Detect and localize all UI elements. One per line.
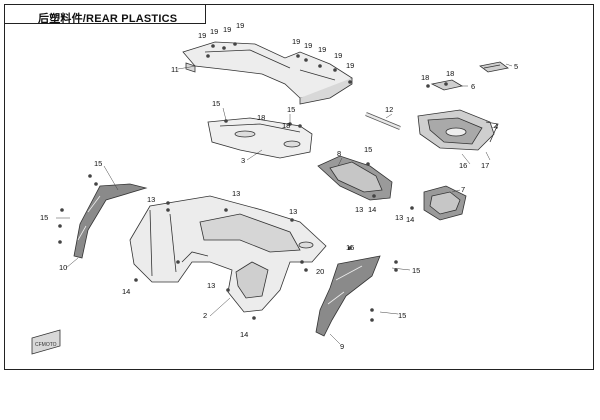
callout-19-c: 19: [223, 25, 231, 34]
part-9-right-mudflap: [315, 255, 381, 337]
callout-13-b: 13: [395, 213, 403, 222]
logo-tag-text: CFMOTO: [35, 342, 57, 348]
callout-9: 9: [340, 342, 344, 351]
part-7-latch: [423, 185, 467, 221]
callout-15-f: 15: [412, 266, 420, 275]
callout-19-g: 19: [318, 45, 326, 54]
part-3-inner-panel: [207, 117, 313, 159]
callout-15-c: 15: [364, 145, 372, 154]
callout-19-e: 19: [292, 37, 300, 46]
fasteners: [58, 42, 448, 322]
callout-13-c: 13: [147, 195, 155, 204]
callout-13-f: 13: [207, 281, 215, 290]
callout-19-f: 19: [304, 41, 312, 50]
callout-3: 3: [241, 156, 245, 165]
callout-11: 11: [171, 65, 179, 74]
callout-18-d: 18: [282, 121, 290, 130]
callout-8: 8: [337, 149, 341, 158]
diagram-title: 后塑料件/REAR PLASTICS: [38, 13, 178, 25]
part-5-bracket: [479, 61, 509, 73]
callout-15-d: 15: [94, 159, 102, 168]
callout-14-b: 14: [406, 215, 414, 224]
diagram-frame: [4, 4, 594, 370]
callout-15-a: 15: [212, 99, 220, 108]
part-4-storage-lid: [417, 109, 499, 151]
callout-17: 17: [481, 161, 489, 170]
callout-18-c: 18: [257, 113, 265, 122]
callout-19-d: 19: [236, 21, 244, 30]
callout-15-e: 15: [40, 213, 48, 222]
part-8-latch-housing: [317, 155, 393, 201]
leader-lines: [56, 63, 513, 345]
title-box: 后塑料件/REAR PLASTICS: [4, 4, 206, 25]
part-11-rear-rack-panel: [182, 41, 353, 105]
callout-2: 2: [203, 311, 207, 320]
callout-19-i: 19: [346, 61, 354, 70]
callout-7: 7: [461, 185, 465, 194]
callout-12: 12: [385, 105, 393, 114]
callout-19-h: 19: [334, 51, 342, 60]
part-12-rod: [365, 112, 401, 130]
callout-10: 10: [59, 263, 67, 272]
cfmoto-logo-tag: [31, 329, 61, 355]
callout-20: 20: [316, 267, 324, 276]
callout-14-d: 14: [240, 330, 248, 339]
callout-14-a: 14: [368, 205, 376, 214]
callout-15-h: 15: [346, 243, 354, 252]
callout-13-a: 13: [355, 205, 363, 214]
part-10-left-mudflap: [73, 183, 148, 259]
part-2-rear-fender: [129, 195, 327, 313]
callout-19-a: 19: [198, 31, 206, 40]
callout-15-g: 15: [398, 311, 406, 320]
callout-16: 16: [459, 161, 467, 170]
callout-6: 6: [471, 82, 475, 91]
callout-4: 4: [494, 122, 498, 131]
callout-5: 5: [514, 62, 518, 71]
callout-18-a: 18: [421, 73, 429, 82]
callout-18-b: 18: [446, 69, 454, 78]
callout-14-c: 14: [122, 287, 130, 296]
callout-13-e: 13: [289, 207, 297, 216]
callout-19-b: 19: [210, 27, 218, 36]
callout-13-d: 13: [232, 189, 240, 198]
callout-15-b: 15: [287, 105, 295, 114]
